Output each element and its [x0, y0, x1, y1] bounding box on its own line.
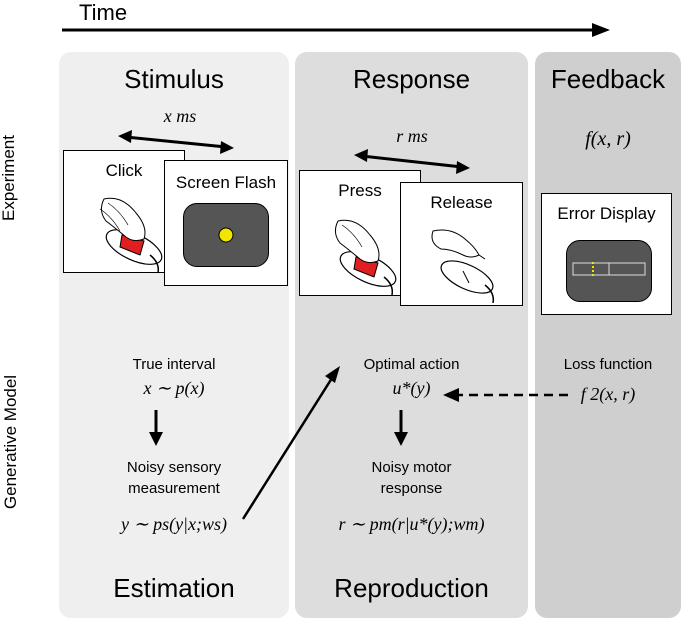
- response-heading: Response: [352, 64, 471, 94]
- error-display-card: Error Display: [541, 193, 672, 315]
- error-bar-icon: [572, 262, 646, 276]
- response-column-panel: [295, 52, 528, 618]
- stimulus-column-panel: [59, 52, 289, 618]
- reproduction-label: Reproduction: [334, 573, 489, 603]
- estimation-label: Estimation: [113, 573, 235, 603]
- true-interval-label: True interval: [132, 356, 216, 373]
- interval-r-label: r ms: [396, 126, 428, 146]
- loss-function-label: Loss function: [563, 356, 653, 373]
- hand-clicking-mouse-icon: [99, 197, 163, 274]
- time-label: Time: [79, 0, 128, 25]
- feedback-formula: f(x, r): [585, 128, 631, 150]
- flash-dot-icon: [218, 227, 234, 243]
- noisy-sensory-label-line1: Noisy sensory: [126, 459, 222, 476]
- noisy-motor-label-line1: Noisy motor: [371, 459, 452, 476]
- noisy-sensory-label-line2: measurement: [128, 480, 220, 497]
- feedback-heading: Feedback: [550, 64, 666, 94]
- loss-function-formula: f 2(x, r): [580, 384, 636, 404]
- interval-x-label: x ms: [163, 106, 197, 126]
- press-card-title: Press: [338, 181, 382, 200]
- noisy-motor-label-line2: response: [380, 480, 443, 497]
- optimal-action-label: Optimal action: [363, 356, 460, 373]
- optimal-action-formula: u*(y): [392, 378, 431, 398]
- noisy-motor-formula: r ∼ pm(r|u*(y);wm): [338, 514, 485, 534]
- true-interval-formula: x ∼ p(x): [143, 378, 205, 398]
- feedback-column-panel: [535, 52, 681, 618]
- screen-flash-card: Screen Flash: [164, 160, 288, 286]
- error-display-card-title: Error Display: [557, 204, 656, 223]
- release-card: Release: [400, 182, 523, 306]
- hand-releasing-mouse-icon: [431, 229, 495, 304]
- noisy-sensory-formula: y ∼ ps(y|x;ws): [121, 514, 227, 534]
- stimulus-heading: Stimulus: [124, 64, 224, 94]
- hand-pressing-mouse-icon: [334, 219, 397, 296]
- click-card-title: Click: [105, 161, 143, 180]
- release-card-title: Release: [430, 193, 493, 212]
- screen-flash-card-title: Screen Flash: [175, 173, 277, 192]
